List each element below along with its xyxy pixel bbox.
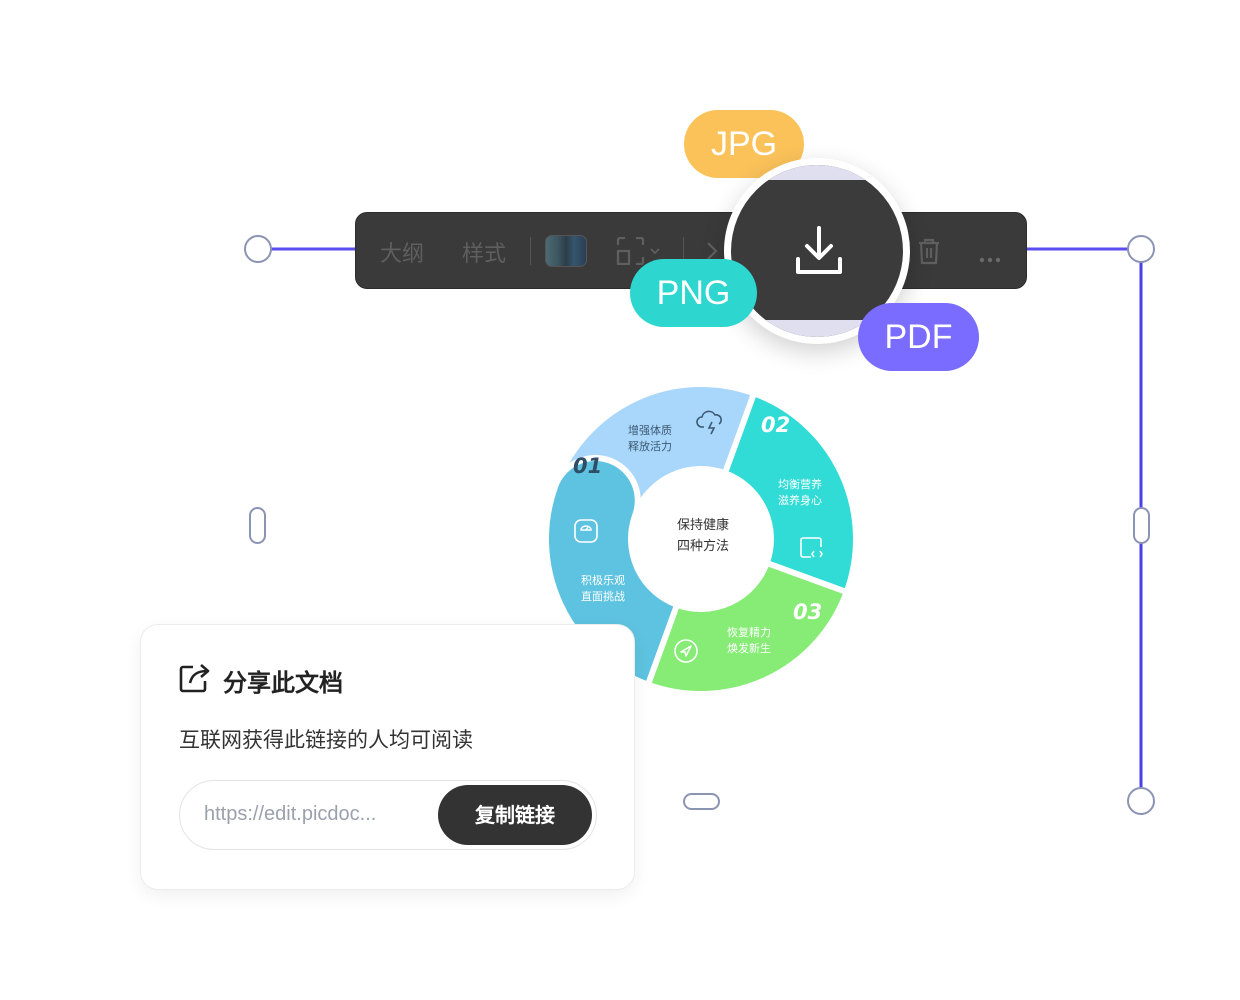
scale-icon xyxy=(573,518,599,548)
color-swatch-button[interactable] xyxy=(545,235,587,267)
segment-03-number: 03 xyxy=(793,600,823,624)
resize-handle-left[interactable] xyxy=(249,507,266,544)
health-cycle-diagram xyxy=(543,381,859,697)
segment-02-number: 02 xyxy=(761,413,791,437)
format-png-badge[interactable]: PNG xyxy=(630,259,757,327)
segment-01-number: 01 xyxy=(573,454,603,478)
toolbar-divider xyxy=(530,237,531,265)
share-link-box: 复制链接 xyxy=(179,780,597,850)
resize-handle-bottom-right[interactable] xyxy=(1127,787,1155,815)
diagram-center-label: 保持健康四种方法 xyxy=(676,518,729,554)
segment-02-label: 均衡营养滋养身心 xyxy=(778,478,822,507)
diagram-center xyxy=(631,469,771,609)
download-icon xyxy=(796,226,842,274)
cloud-lightning-icon xyxy=(696,409,726,439)
toolbar-divider xyxy=(683,237,684,265)
trash-icon[interactable] xyxy=(917,237,941,269)
resize-handle-bottom[interactable] xyxy=(683,793,720,810)
copy-link-button[interactable]: 复制链接 xyxy=(438,785,592,845)
segment-01-label: 增强体质释放活力 xyxy=(628,424,672,453)
share-icon xyxy=(179,663,211,697)
segment-04-label: 积极乐观直面挑战 xyxy=(581,574,625,603)
resize-handle-right[interactable] xyxy=(1133,507,1150,544)
toolbar-style-button[interactable]: 样式 xyxy=(462,242,507,267)
more-icon[interactable] xyxy=(979,248,1001,267)
navigation-icon xyxy=(673,638,699,668)
segment-03-label: 恢复精力焕发新生 xyxy=(727,626,771,655)
layout-icon[interactable] xyxy=(616,236,662,269)
chevron-right-icon[interactable] xyxy=(706,241,718,265)
resize-handle-top-left[interactable] xyxy=(244,235,272,263)
share-link-input[interactable] xyxy=(204,803,429,826)
share-card: 分享此文档 互联网获得此链接的人均可阅读 复制链接 xyxy=(140,624,635,890)
format-pdf-badge[interactable]: PDF xyxy=(858,303,979,371)
toolbar-outline-button[interactable]: 大纲 xyxy=(380,242,425,267)
resize-handle-top-right[interactable] xyxy=(1127,235,1155,263)
share-title: 分享此文档 xyxy=(223,669,343,697)
code-window-icon xyxy=(799,536,825,564)
share-description: 互联网获得此链接的人均可阅读 xyxy=(179,728,473,752)
